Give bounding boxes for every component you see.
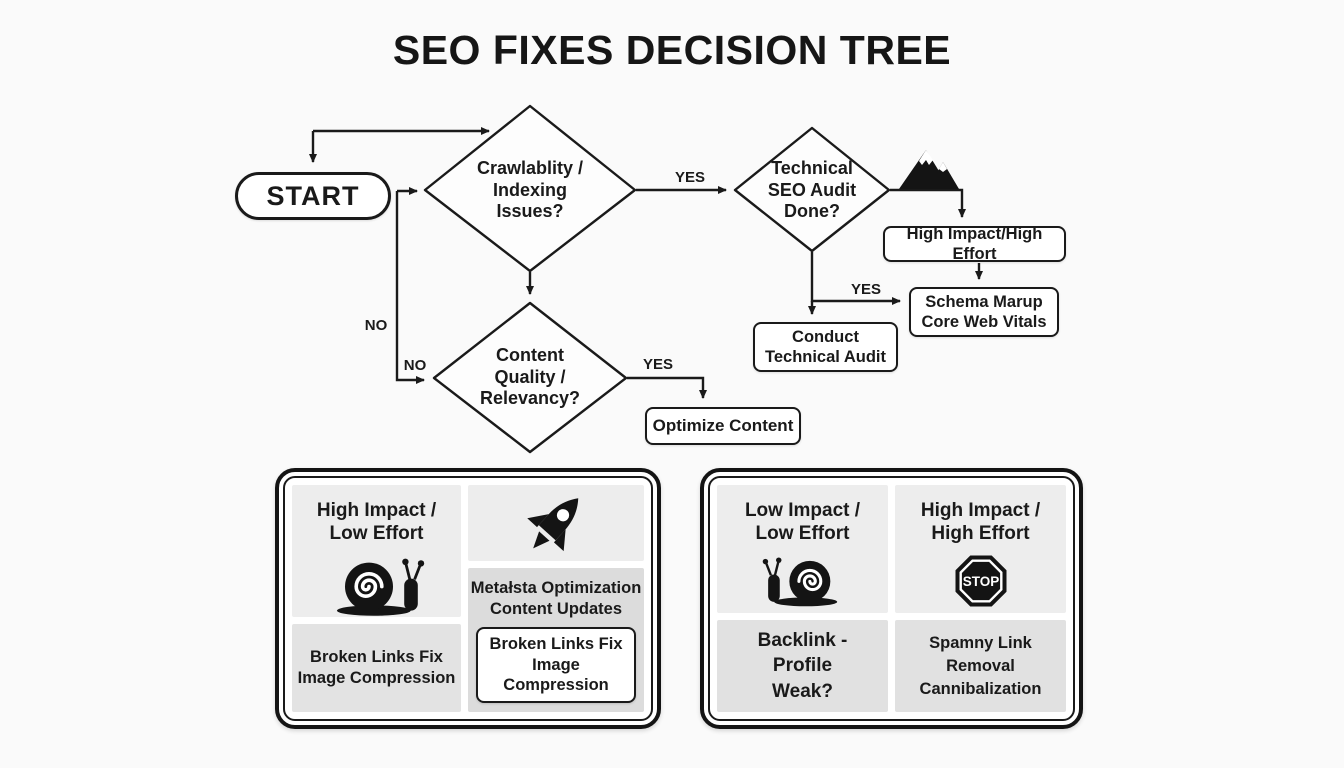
stop-icon: STOP: [955, 555, 1006, 607]
box-schema-markup: Schema Marup Core Web Vitals: [909, 287, 1059, 337]
connector-audit-to-highimpact: [890, 188, 966, 218]
decision-diamonds: [423, 104, 891, 454]
connector-yes-content-to-optimize: [627, 376, 707, 399]
diamond-content-quality: [432, 301, 628, 454]
mountain-icon: [899, 150, 959, 189]
panel-left-col-b: Metałsta Optimization Content Updates Br…: [468, 485, 644, 712]
edge-label-no-2: NO: [403, 357, 427, 374]
snail-icon: [336, 558, 424, 617]
box-high-impact-high-effort: High Impact/High Effort: [883, 225, 1066, 263]
start-node: START: [235, 172, 391, 220]
quadrant-text: Spamny Link Removal Cannibalization: [919, 633, 1042, 698]
quadrant-text: Backlink - Profile Weak?: [757, 629, 848, 702]
quadrant-low-impact-low-effort: Low Impact / Low Effort: [717, 485, 888, 614]
panel-effort-matrix-left: High Impact / Low Effort Broken Links Fi…: [275, 468, 661, 729]
callout-broken-links: Broken Links Fix Image Compression: [476, 627, 636, 703]
diamond-technical-audit-label: Technical SEO Audit Done?: [767, 158, 857, 222]
quadrant-rocket: [468, 485, 644, 561]
edge-label-yes-1: YES: [674, 169, 705, 186]
connector-no-to-content: [395, 191, 425, 384]
quadrant-title: High Impact / High Effort: [920, 500, 1041, 545]
page-title: SEO FIXES DECISION TREE: [392, 27, 952, 73]
edge-label-no-1: NO: [364, 317, 388, 334]
snail-icon: [762, 557, 837, 607]
diamond-crawlability: [423, 104, 637, 273]
edge-label-yes-3: YES: [642, 356, 673, 373]
diamond-content-quality-label: Content Quality / Relevancy?: [479, 345, 581, 409]
box-optimize-content: Optimize Content: [645, 407, 801, 445]
quadrant-backlink-profile: Backlink - Profile Weak?: [717, 620, 888, 712]
quadrant-metadata-optimization: Metałsta Optimization Content Updates Br…: [468, 568, 644, 712]
quadrant-spammy-link-removal: Spamny Link Removal Cannibalization: [895, 620, 1066, 712]
box-conduct-technical-audit: Conduct Technical Audit: [753, 322, 898, 372]
panel-effort-matrix-right: Low Impact / Low Effort High Impact / Hi…: [700, 468, 1083, 729]
quadrant-high-impact-low-effort: High Impact / Low Effort: [292, 485, 462, 618]
rocket-icon: [527, 498, 579, 552]
quadrant-title: High Impact / Low Effort: [316, 500, 437, 545]
panel-right-grid: Low Impact / Low Effort High Impact / Hi…: [717, 485, 1066, 712]
diamond-crawlability-label: Crawlablity / Indexing Issues?: [476, 158, 584, 222]
connector-lines: [309, 127, 983, 399]
stop-icon-label: STOP: [962, 574, 999, 589]
edge-label-yes-2: YES: [850, 281, 881, 298]
quadrant-items-broken-links: Broken Links Fix Image Compression: [292, 624, 462, 712]
quadrant-items-text: Broken Links Fix Image Compression: [297, 647, 456, 688]
panel-left-inner: High Impact / Low Effort Broken Links Fi…: [283, 476, 653, 721]
panel-right-inner: Low Impact / Low Effort High Impact / Hi…: [708, 476, 1075, 721]
quadrant-items-text: Metałsta Optimization Content Updates: [470, 579, 642, 619]
quadrant-title: Low Impact / Low Effort: [744, 500, 861, 545]
panel-left-col-a: High Impact / Low Effort Broken Links Fi…: [292, 485, 462, 712]
diamond-technical-audit: [733, 126, 891, 253]
quadrant-high-impact-high-effort: High Impact / High Effort STOP: [895, 485, 1066, 614]
